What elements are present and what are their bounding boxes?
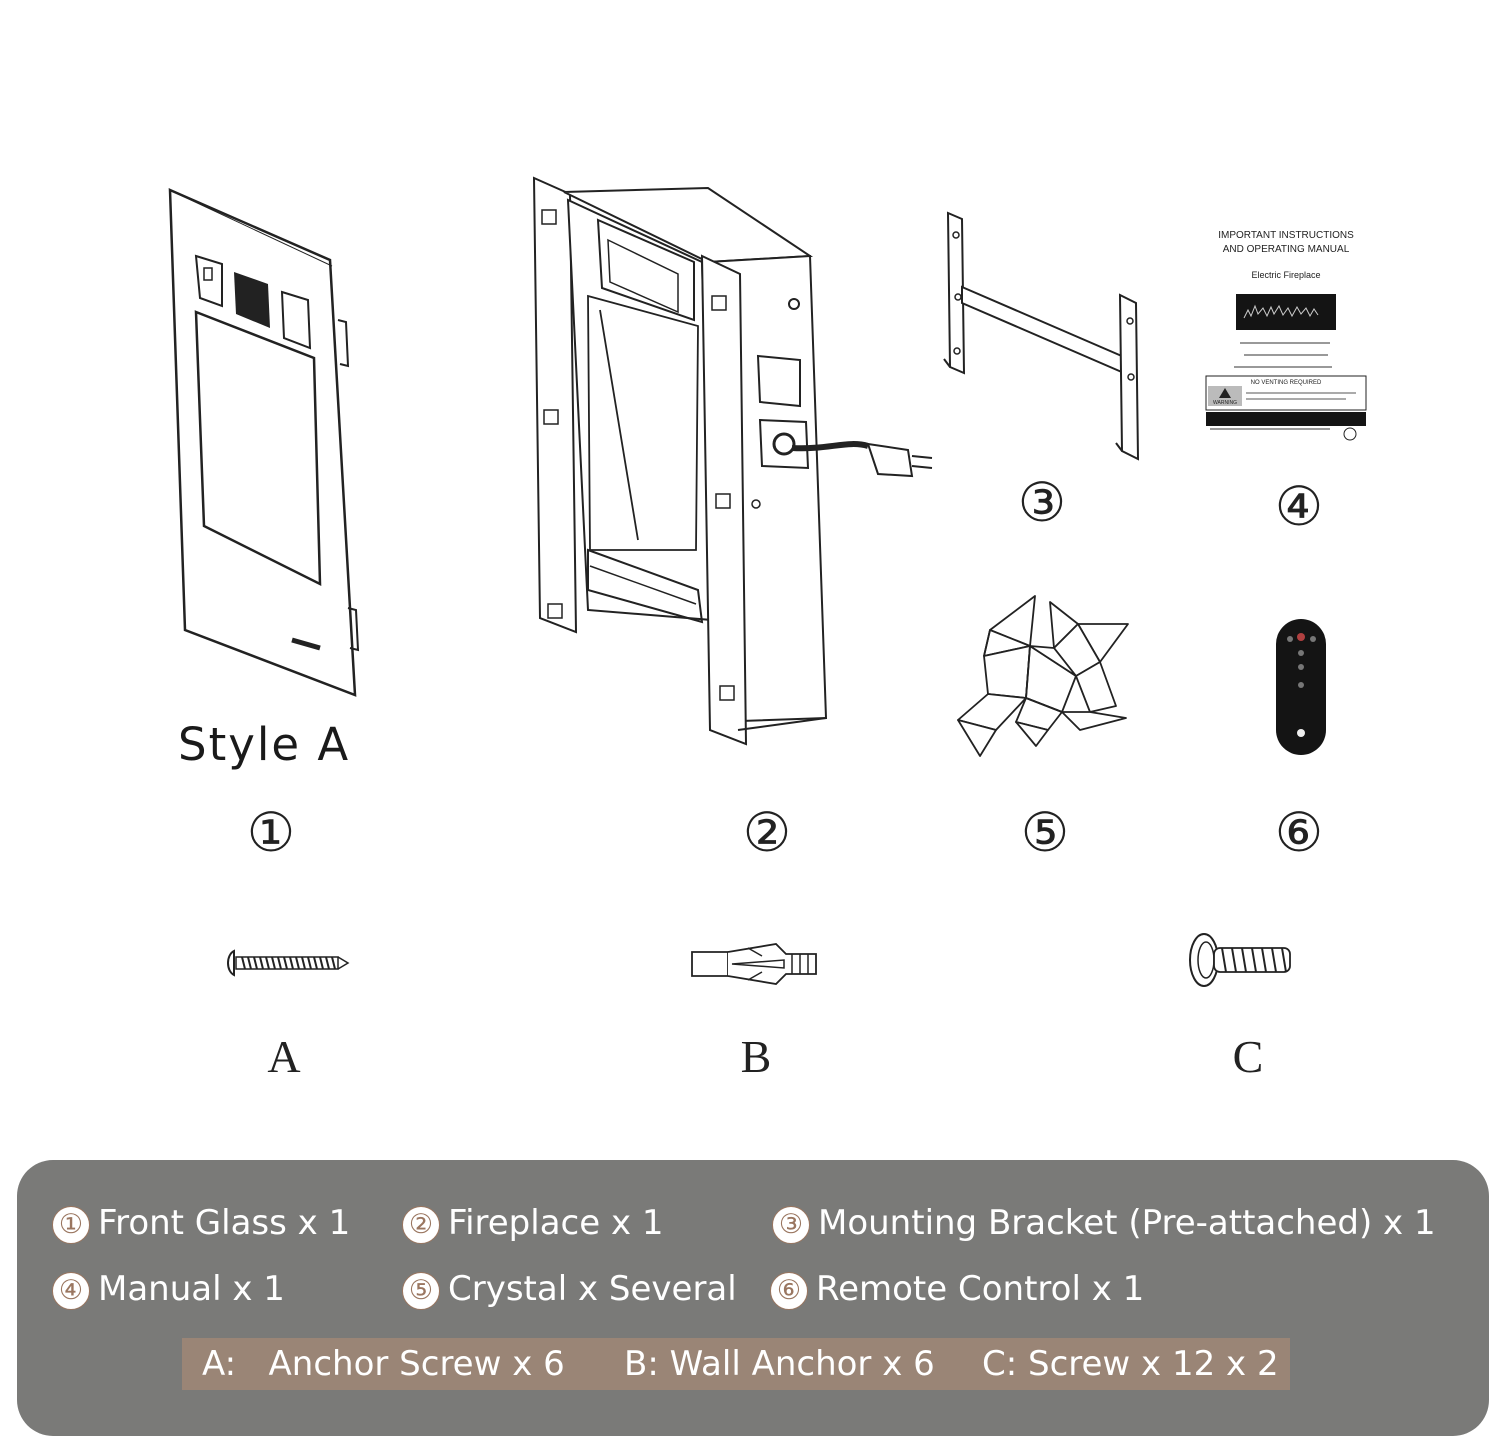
- fireplace-illustration: [528, 170, 948, 750]
- parts-list-item-3-number: ③: [772, 1206, 810, 1244]
- part-number-2: ②: [742, 801, 792, 864]
- manual-illustration: IMPORTANT INSTRUCTIONS AND OPERATING MAN…: [1200, 230, 1372, 450]
- manual-subtitle: Electric Fireplace: [1251, 270, 1320, 280]
- screw-illustration: [1186, 930, 1298, 990]
- mounting-bracket-illustration: [940, 205, 1150, 465]
- crystal-illustration: [950, 590, 1135, 760]
- part-number-1: ①: [246, 801, 296, 864]
- wall-anchor-illustration: [688, 938, 824, 990]
- style-label: Style A: [178, 718, 351, 771]
- hardware-list-band: [182, 1338, 1290, 1390]
- parts-list-item-6-number: ⑥: [770, 1272, 808, 1310]
- part-number-3: ③: [1017, 471, 1067, 534]
- part-number-4: ④: [1274, 475, 1324, 538]
- parts-list-panel: [17, 1160, 1489, 1436]
- parts-list-item-6-text: Remote Control x 1: [816, 1269, 1145, 1309]
- hardware-list-item-b: B: Wall Anchor x 6: [624, 1344, 935, 1384]
- manual-warning: WARNING: [1213, 400, 1237, 406]
- parts-list-item-4-text: Manual x 1: [98, 1269, 285, 1309]
- parts-list-item-1-number: ①: [52, 1206, 90, 1244]
- part-number-6: ⑥: [1274, 801, 1324, 864]
- parts-list-item-2-text: Fireplace x 1: [448, 1203, 664, 1243]
- parts-list-item-2-number: ②: [402, 1206, 440, 1244]
- manual-title-line1: IMPORTANT INSTRUCTIONS: [1218, 230, 1354, 241]
- hardware-list-item-a: A: Anchor Screw x 6: [202, 1344, 565, 1384]
- parts-list-item-4-number: ④: [52, 1272, 90, 1310]
- parts-list-item-3-text: Mounting Bracket (Pre-attached) x 1: [818, 1203, 1436, 1243]
- part-number-5: ⑤: [1020, 801, 1070, 864]
- anchor-screw-illustration: [222, 945, 352, 981]
- hardware-letter-c: C: [1232, 1031, 1264, 1082]
- manual-no-venting: NO VENTING REQUIRED: [1251, 380, 1322, 386]
- hardware-list-item-c: C: Screw x 12 x 2: [982, 1344, 1279, 1384]
- hardware-letter-b: B: [740, 1031, 772, 1082]
- remote-control-illustration: [1276, 619, 1326, 755]
- parts-list-item-5-text: Crystal x Several: [448, 1269, 737, 1309]
- front-glass-illustration: [160, 180, 360, 710]
- hardware-letter-a: A: [267, 1031, 301, 1082]
- parts-list-item-5-number: ⑤: [402, 1272, 440, 1310]
- manual-title-line2: AND OPERATING MANUAL: [1223, 244, 1350, 255]
- parts-list-item-1-text: Front Glass x 1: [98, 1203, 351, 1243]
